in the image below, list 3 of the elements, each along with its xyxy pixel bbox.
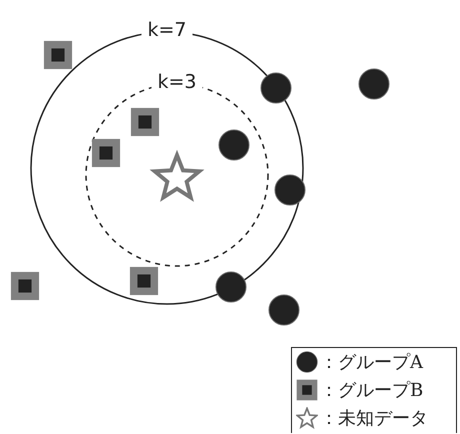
legend-text: ：グループB [320,379,424,402]
legend-text: ：未知データ [320,407,428,430]
legend-text: ：グループA [320,351,423,374]
